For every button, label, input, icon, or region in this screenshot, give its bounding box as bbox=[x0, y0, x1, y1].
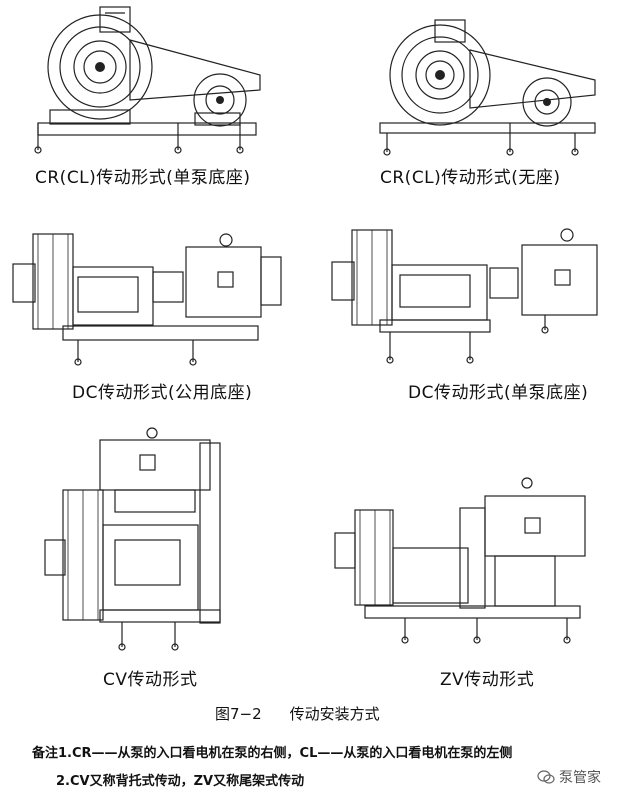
caption-dc-single: DC传动形式(单泵底座) bbox=[408, 383, 589, 403]
zv-drawing bbox=[334, 477, 586, 644]
caption-cr-none: CR(CL)传动形式(无座) bbox=[380, 168, 561, 188]
figure-title: 图7−2 传动安装方式 bbox=[215, 703, 408, 724]
cr-single-drawing bbox=[34, 6, 261, 154]
caption-cr-single: CR(CL)传动形式(单泵底座) bbox=[35, 168, 251, 188]
note-line-2: 2.CV又称背托式传动，ZV又称尾架式传动 bbox=[56, 774, 305, 789]
anchor-bolt-icon bbox=[401, 618, 409, 644]
anchor-bolt-icon bbox=[383, 133, 391, 156]
dc-shared-drawing bbox=[12, 233, 282, 366]
caption-dc-shared: DC传动形式(公用底座) bbox=[72, 383, 253, 403]
anchor-bolt-icon bbox=[473, 618, 481, 644]
anchor-bolt-icon bbox=[189, 340, 197, 366]
anchor-bolt-icon bbox=[236, 123, 244, 154]
figure-caption: 传动安装方式 bbox=[289, 705, 380, 723]
anchor-bolt-icon bbox=[171, 622, 179, 651]
anchor-bolt-icon bbox=[74, 340, 82, 366]
cv-drawing bbox=[44, 427, 221, 651]
caption-cv: CV传动形式 bbox=[103, 670, 198, 690]
figure-number: 图7−2 bbox=[215, 705, 262, 723]
note-line-1: 备注1.CR——从泵的入口看电机在泵的右侧，CL——从泵的入口看电机在泵的左侧 bbox=[32, 746, 513, 761]
anchor-bolt-icon bbox=[571, 133, 579, 156]
anchor-bolt-icon bbox=[466, 332, 474, 364]
anchor-bolt-icon bbox=[563, 618, 571, 644]
anchor-bolt-icon bbox=[118, 622, 126, 651]
watermark: 泵管家 bbox=[537, 767, 601, 787]
wechat-icon bbox=[537, 770, 555, 784]
anchor-bolt-icon bbox=[541, 315, 549, 334]
anchor-bolt-icon bbox=[34, 123, 42, 154]
anchor-bolt-icon bbox=[174, 123, 182, 154]
watermark-text: 泵管家 bbox=[559, 770, 601, 786]
anchor-bolt-icon bbox=[386, 332, 394, 364]
dc-single-drawing bbox=[331, 228, 598, 364]
cr-none-drawing bbox=[379, 19, 596, 156]
anchor-bolt-icon bbox=[506, 123, 514, 156]
caption-zv: ZV传动形式 bbox=[440, 670, 535, 690]
